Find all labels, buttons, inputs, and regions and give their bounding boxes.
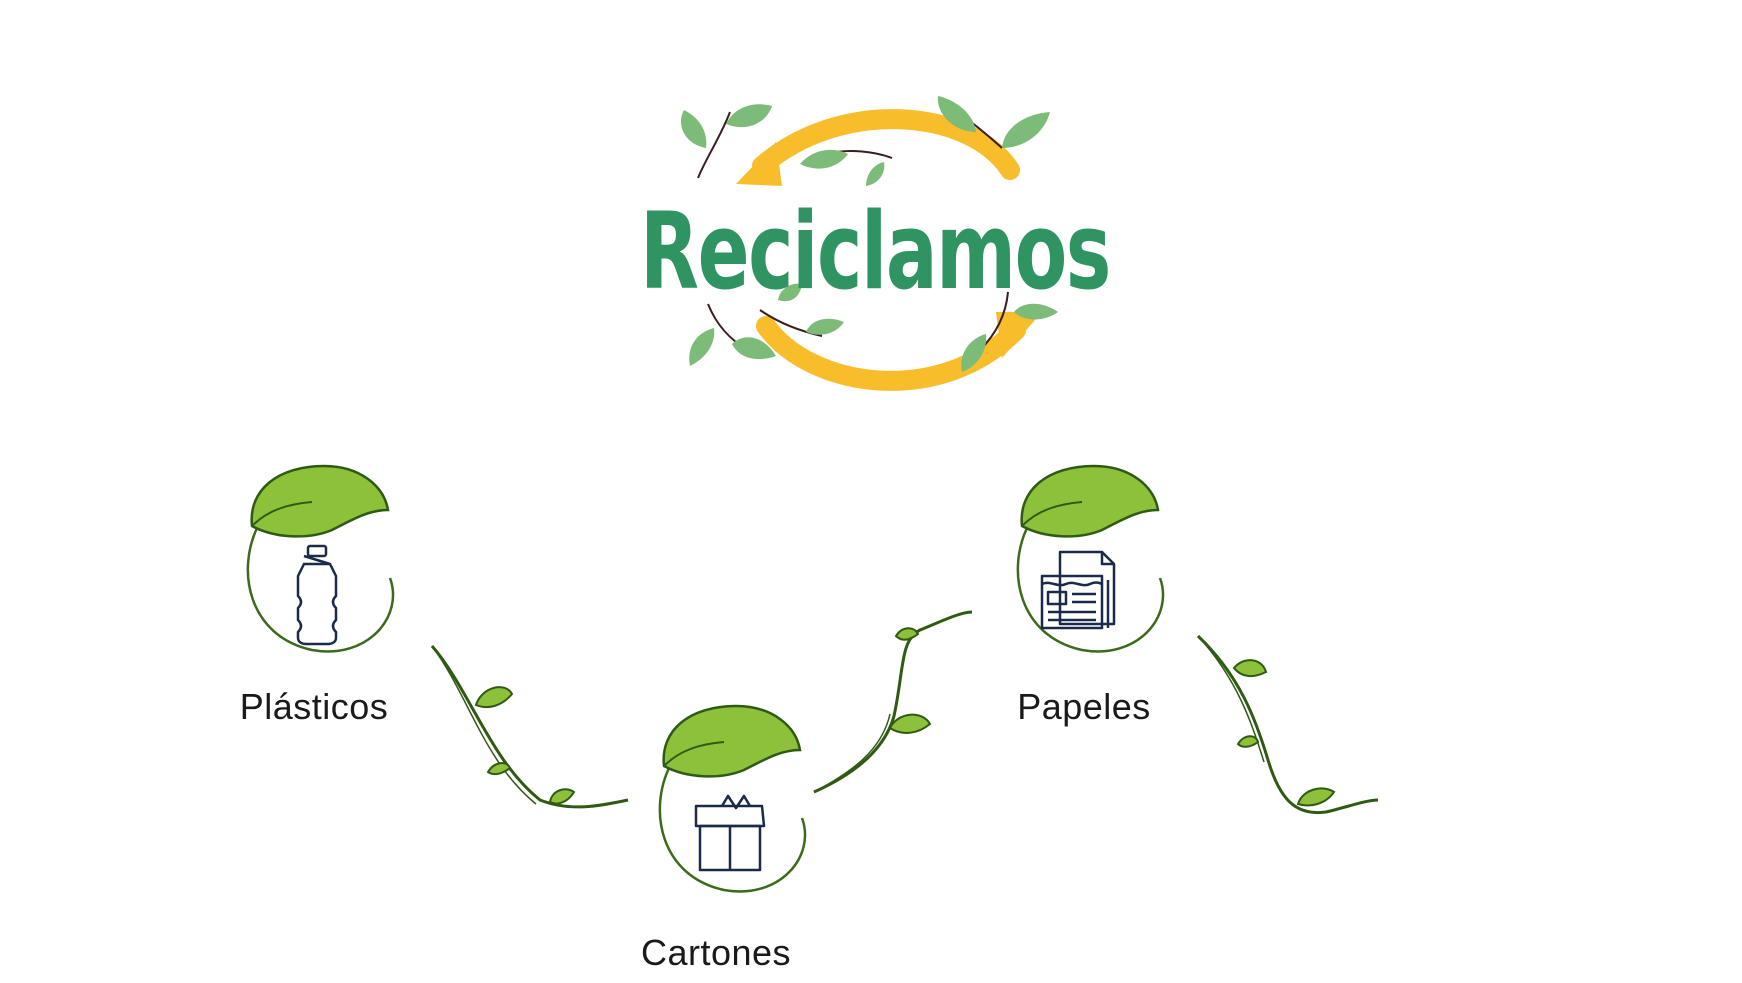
vine-plasticos-cartones [430, 645, 629, 809]
leaf-cap-icon [250, 464, 390, 538]
label-papeles: Papeles [1017, 686, 1151, 727]
vine-leaf-icon [1232, 659, 1268, 678]
leaf-sprig-icon [759, 283, 844, 337]
vine-leaf-icon [1296, 787, 1336, 807]
ring-outline [658, 765, 807, 893]
vine-leaf-icon [548, 788, 576, 805]
plastic-bottle-icon [296, 544, 338, 646]
cardboard-box-icon [694, 794, 766, 872]
leaf-sprig-icon [961, 291, 1058, 372]
leaf-sprig-icon [937, 96, 1050, 149]
leaf-cap-icon [662, 704, 802, 778]
vine-leaf-icon [1236, 735, 1260, 748]
label-cartones: Cartones [640, 932, 792, 973]
vine-leaf-icon [474, 686, 514, 709]
newspaper-icon [1040, 550, 1116, 630]
recycle-arrows-icon [736, 109, 1042, 391]
ring-outline [1016, 525, 1165, 653]
logo-title: Reciclamos [640, 190, 1110, 313]
leaf-sprig-icon [689, 303, 776, 366]
vine-leaf-icon [888, 713, 932, 734]
vine-leaf-icon [894, 627, 920, 641]
item-plasticos [228, 460, 428, 680]
item-cartones [640, 700, 840, 920]
item-papeles [998, 460, 1198, 680]
reciclamos-logo: Reciclamos [640, 88, 1180, 418]
leaf-sprig-icon [680, 104, 772, 179]
leaf-cap-icon [1020, 464, 1160, 538]
leaf-sprig-icon [800, 149, 893, 186]
vine-papeles-tail [1196, 634, 1379, 815]
ring-outline [246, 525, 395, 653]
vine-leaf-icon [486, 762, 512, 776]
label-plasticos: Plásticos [239, 686, 389, 727]
